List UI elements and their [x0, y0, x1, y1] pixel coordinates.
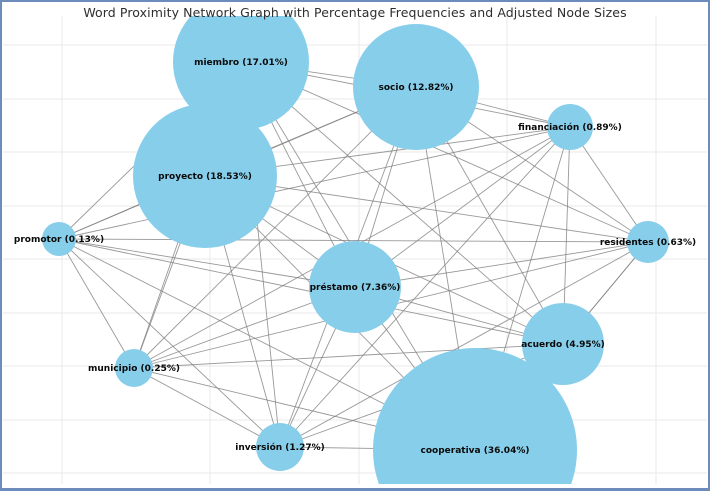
node-label-cooperativa: cooperativa (36.04%) [421, 446, 530, 456]
edge-residentes-inversion [279, 241, 649, 448]
node-label-proyecto: proyecto (18.53%) [158, 172, 252, 182]
chart-title: Word Proximity Network Graph with Percen… [83, 5, 627, 20]
edge-miembro-acuerdo [240, 61, 564, 345]
edge-promotor-prestamo [58, 238, 356, 288]
label-layer: miembro (17.01%) socio (12.82%) financiaci… [14, 58, 696, 456]
node-municipio [115, 349, 153, 387]
edge-promotor-municipio [58, 238, 135, 369]
node-proyecto [133, 104, 277, 248]
node-layer [42, 16, 669, 484]
node-label-residentes: residentes (0.63%) [600, 238, 696, 248]
node-inversion [256, 423, 304, 471]
edge-promotor-residentes [58, 238, 649, 243]
node-miembro [173, 16, 309, 130]
node-promotor [42, 222, 76, 256]
node-residentes [627, 221, 669, 263]
node-label-miembro: miembro (17.01%) [194, 58, 288, 68]
plot-area: miembro (17.01%) socio (12.82%) financiaci… [3, 16, 707, 484]
node-acuerdo [522, 303, 604, 385]
edge-financiacion-inversion [279, 126, 571, 448]
node-label-acuerdo: acuerdo (4.95%) [521, 340, 605, 350]
node-label-prestamo: préstamo (7.36%) [310, 282, 401, 293]
edge-promotor-inversion [58, 238, 281, 448]
edge-residentes-prestamo [354, 241, 649, 288]
node-socio [353, 24, 479, 150]
node-label-municipio: municipio (0.25%) [88, 364, 180, 374]
node-prestamo [309, 241, 401, 333]
node-label-promotor: promotor (0.13%) [14, 235, 104, 245]
edge-acuerdo-municipio [133, 343, 564, 369]
edge-municipio-inversion [133, 367, 281, 448]
node-label-financiacion: financiación (0.89%) [518, 122, 622, 133]
edge-financiacion-residentes [569, 126, 649, 243]
edge-miembro-residentes [240, 61, 649, 243]
node-label-socio: socio (12.82%) [379, 83, 454, 93]
edge-proyecto-residentes [204, 175, 649, 243]
node-financiacion [547, 104, 593, 150]
node-label-inversion: inversión (1.27%) [235, 442, 325, 453]
edge-financiacion-promotor [58, 126, 571, 240]
node-cooperativa [373, 348, 577, 484]
